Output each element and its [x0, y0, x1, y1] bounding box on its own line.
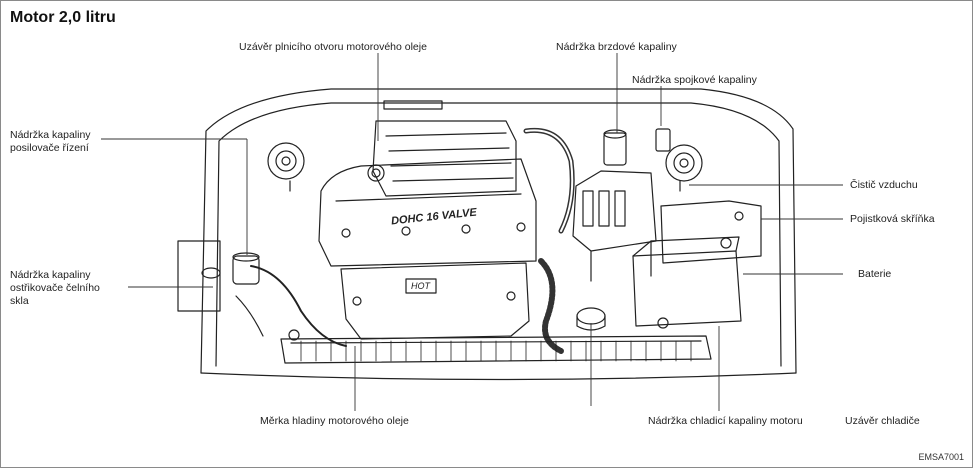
figure-title: Motor 2,0 litru [10, 9, 116, 26]
label-line: skla [10, 295, 29, 307]
label-battery: Baterie [858, 268, 892, 280]
label-washer-reservoir: Nádržka kapaliny ostřikovače čelního skl… [10, 269, 100, 308]
figure-code: EMSA7001 [918, 452, 964, 462]
label-oil-dipstick: Měrka hladiny motorového oleje [260, 415, 409, 427]
engine-hot-marking: HOT [411, 281, 430, 291]
label-line: ostřikovače čelního [10, 282, 100, 294]
label-radiator-cap: Uzávěr chladiče [845, 415, 920, 427]
label-coolant-reservoir: Nádržka chladicí kapaliny motoru [648, 415, 803, 427]
label-air-cleaner: Čistič vzduchu [850, 179, 918, 191]
label-brake-fluid-reservoir: Nádržka brzdové kapaliny [556, 41, 677, 53]
label-clutch-fluid-reservoir: Nádržka spojkové kapaliny [632, 74, 757, 86]
label-power-steering-reservoir: Nádržka kapaliny posilovače řízení [10, 129, 91, 155]
label-line: posilovače řízení [10, 142, 89, 154]
label-line: Nádržka kapaliny [10, 269, 91, 281]
label-oil-filler-cap: Uzávěr plnicího otvoru motorového oleje [239, 41, 427, 53]
label-line: Nádržka kapaliny [10, 129, 91, 141]
label-fuse-box: Pojistková skříňka [850, 213, 935, 225]
